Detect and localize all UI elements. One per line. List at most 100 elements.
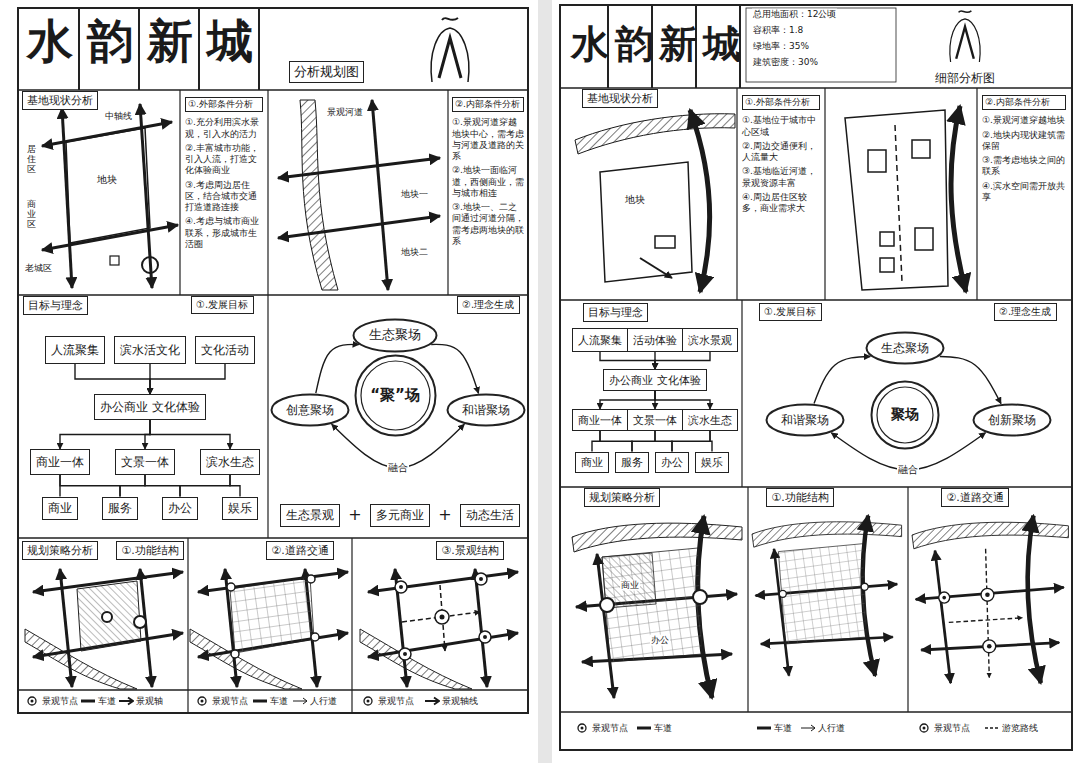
connector [600,431,632,452]
panel-heading: ②.内部条件分析 [982,95,1066,110]
connector [600,391,655,409]
drawing-part [403,652,407,656]
legend-item: 景观节点 [24,695,78,707]
note-panel: ②.内部条件分析①.景观河道穿越地块②.地块内现状建筑需保留③.需考虑地块之间的… [979,93,1069,208]
note-panel: ①.外部条件分析①.充分利用滨水景观，引入水的活力②.丰富城市功能，引入人流，打… [182,95,266,255]
node-label: ②.道路交通 [946,490,1003,505]
legend-text: 人行道 [818,722,845,735]
note-text: ①.基地位于城市中心区域 [742,115,820,138]
map-label: + [437,505,452,524]
node-label: 办公商业 文化体验 [100,399,200,416]
sheet-title: 水韵新城 [570,22,748,68]
map-label: 景观河道 [326,107,364,118]
process-box: 办公商业 文化体验 [603,369,707,391]
legend-text: 景观节点 [212,695,248,708]
drawing-part [77,581,141,651]
circle-ring [767,405,844,436]
line-sample [293,698,307,704]
node-label: 服务 [621,455,643,470]
drawing-part [746,8,896,82]
panel-heading: ②.内部条件分析 [452,97,524,112]
drawing-part [399,648,411,660]
legend-sample [252,696,268,706]
note-text: ①.景观河道穿越地块 [982,115,1066,126]
drawing-part [575,114,735,154]
site-map [575,110,735,292]
drawing-part [66,128,150,243]
process-box: 活动体验 [627,328,683,352]
drawing-part [372,100,388,290]
process-box: 人流聚集 [572,328,628,352]
node-sample [578,724,586,732]
process-box: 动态生活 [460,504,520,527]
legend-item: 车道 [252,695,288,707]
node-label: 文化活动 [201,342,249,359]
note-text: ④.考虑与城市商业联系，形成城市生活圈 [185,216,263,250]
sheet-title: 水韵新城 [26,14,268,69]
node-label: 基地现状分析 [27,93,93,108]
node-label: 商业一体 [578,413,622,428]
map-label: 建筑密度：30% [752,57,819,68]
drawing-part [752,516,902,676]
node-label: 创新聚场 [988,412,1036,429]
node-label: 生态景观 [286,507,334,524]
legend-sample [194,696,210,706]
note-text: ②.地块一面临河道，西侧商业，需与城市相连 [452,165,524,199]
section-heading: ①.功能结构 [116,541,184,560]
legend-item: 人行道 [292,695,337,707]
landscape-map [360,569,518,689]
note-text: ④.滨水空间需开放共享 [982,181,1066,204]
node-label: 活动体验 [633,333,677,348]
legend-sample [80,696,96,706]
drawing-part [440,585,445,651]
drawing-part [779,590,786,597]
process-box: 服务 [102,497,138,520]
line-sample [253,700,267,703]
node-label: ③.景观结构 [441,543,498,558]
connector [145,475,180,497]
node-label: 和谐聚场 [462,402,510,419]
connector [592,431,600,452]
section-heading: 规划策略分析 [22,541,98,560]
note-text: ③.需考虑地块之间的联系 [982,155,1066,178]
drawing-part [140,104,152,288]
legend-sample [118,696,134,706]
map-label: 商业 [620,580,640,591]
process-box: 商业 [42,497,78,520]
line-sample [119,698,133,705]
process-box: 滨水活文化 [114,336,186,364]
drawing-part [912,140,930,158]
legend-sample [916,723,932,733]
section-heading: 规划策略分析 [584,488,660,507]
drawing-part [880,258,894,272]
node-label: 动态生活 [466,507,514,524]
line-sample [425,698,439,705]
map-label: 地块 [624,194,646,206]
drawing-part [983,640,996,653]
node-sample [201,700,204,703]
circle-ring [361,361,430,430]
process-box: 文化活动 [195,336,255,364]
legend-item: 景观节点 [194,695,248,707]
panel-heading: ①.外部条件分析 [742,95,820,110]
node-label: 服务 [108,500,132,517]
node-label: 文景一体 [633,413,677,428]
map-label: 居住区 [27,145,36,175]
drawing-part [655,236,675,248]
north-arrow [431,18,469,82]
drawing-part [42,104,178,288]
note-text: ③.地块一、二之间通过河道分隔，需考虑两地块的联系 [452,202,524,247]
drawing-part [18,8,528,713]
drawing-part [278,158,440,178]
legend-text: 车道 [98,695,116,708]
map-label: 中轴线 [104,111,133,122]
legend-sample [800,723,816,733]
note-text: ②.丰富城市功能，引入人流，打造文化体验商业 [185,143,263,177]
drawing-part [939,588,996,652]
node-label: 聚场 [891,406,919,424]
note-text: ①.景观河道穿越地块中心，需考虑与河道及道路的关系 [452,117,524,162]
map-label: 地块 [96,174,118,186]
node-label: 办公 [168,500,192,517]
drawing-part [231,650,239,658]
